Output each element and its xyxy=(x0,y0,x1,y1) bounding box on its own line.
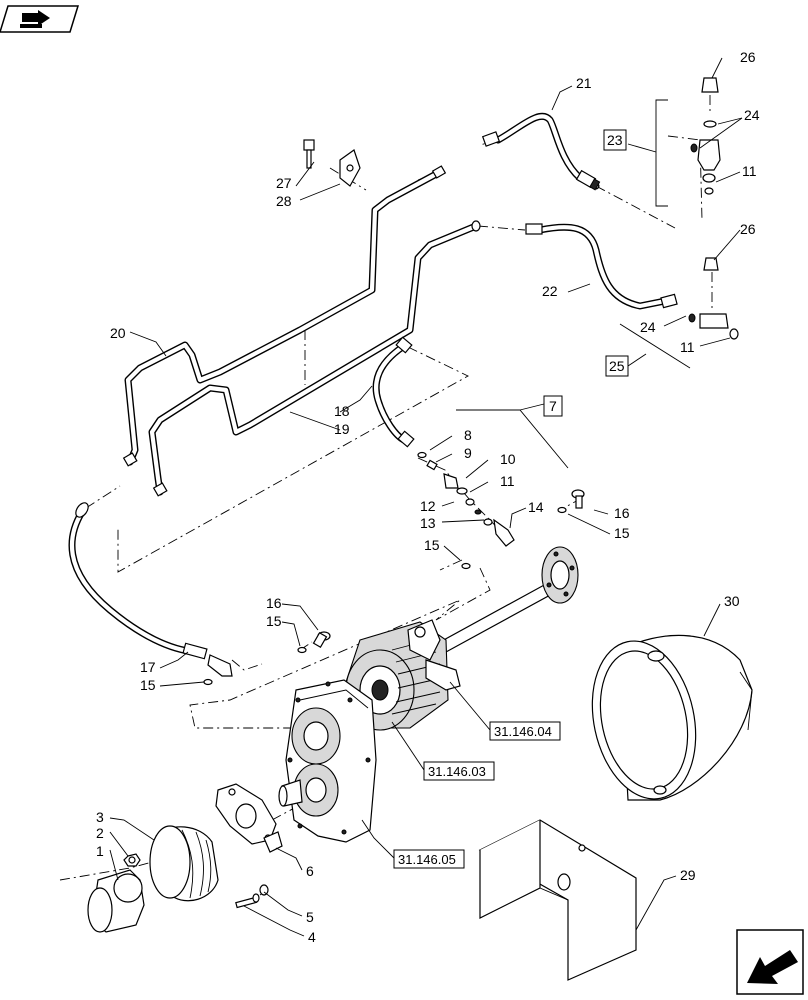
callout-21: 21 xyxy=(576,75,592,91)
callout-20: 20 xyxy=(110,325,126,341)
callout-19: 19 xyxy=(334,421,350,437)
hose-21 xyxy=(481,112,601,191)
pipe-fittings xyxy=(122,165,481,497)
callout-12: 12 xyxy=(420,498,436,514)
callout-15-left: 15 xyxy=(266,613,282,629)
small-parts-8-16 xyxy=(203,451,585,686)
svg-text:31.146.03: 31.146.03 xyxy=(428,764,486,779)
callout-13: 13 xyxy=(420,515,436,531)
page-index-icon[interactable] xyxy=(0,5,80,33)
callout-30: 30 xyxy=(724,593,740,609)
callout-22: 22 xyxy=(542,283,558,299)
callout-24-top: 24 xyxy=(744,107,760,123)
boxed-ref-7[interactable]: 7 xyxy=(543,395,563,417)
callout-5: 5 xyxy=(306,909,314,925)
flange-plate-6 xyxy=(215,783,277,845)
callout-14: 14 xyxy=(528,499,544,515)
callout-9: 9 xyxy=(464,445,472,461)
reference-brackets xyxy=(456,99,691,469)
guard-29 xyxy=(478,819,637,981)
callout-2: 2 xyxy=(96,825,104,841)
clip-6 xyxy=(263,831,283,853)
cap-1 xyxy=(87,869,145,933)
callout-15-right: 15 xyxy=(614,525,630,541)
svg-text:31.146.04: 31.146.04 xyxy=(494,724,552,739)
section-ref-31-146-03[interactable]: 31.146.03 xyxy=(423,761,495,781)
drive-shaft xyxy=(439,546,579,653)
nut-2 xyxy=(123,853,141,867)
callout-11-low: 11 xyxy=(500,473,515,489)
svg-text:23: 23 xyxy=(607,132,623,148)
svg-text:25: 25 xyxy=(609,358,625,374)
callout-4: 4 xyxy=(308,929,316,945)
section-ref-31-146-05[interactable]: 31.146.05 xyxy=(393,849,465,869)
callout-17: 17 xyxy=(140,659,156,675)
callout-11-mid: 11 xyxy=(680,339,695,355)
fitting-group-25 xyxy=(688,257,739,340)
callout-18: 18 xyxy=(334,403,350,419)
callout-24-mid: 24 xyxy=(640,319,656,335)
guard-30 xyxy=(591,634,753,801)
hose-18 xyxy=(372,336,415,448)
callout-15-bottom: 15 xyxy=(140,677,156,693)
pipe-20 xyxy=(124,168,444,466)
hose-22 xyxy=(525,223,678,310)
leader-lines xyxy=(109,57,743,937)
boxed-ref-23[interactable]: 23 xyxy=(603,129,627,151)
callout-8: 8 xyxy=(464,427,472,443)
boxed-ref-25[interactable]: 25 xyxy=(605,355,629,377)
bellows-3 xyxy=(149,825,219,902)
bracket-28 xyxy=(339,149,361,187)
callout-6: 6 xyxy=(306,863,314,879)
washer-5-bolt-4 xyxy=(235,884,269,909)
callout-26-top: 26 xyxy=(740,49,756,65)
svg-text:7: 7 xyxy=(549,398,557,414)
gearbox xyxy=(278,679,377,843)
callout-16-right: 16 xyxy=(614,505,630,521)
callout-29: 29 xyxy=(680,867,696,883)
callout-16-left: 16 xyxy=(266,595,282,611)
pipe-19 xyxy=(148,222,480,496)
svg-text:31.146.05: 31.146.05 xyxy=(398,852,456,867)
callout-27: 27 xyxy=(276,175,292,191)
hose-17 xyxy=(68,502,233,677)
callout-28: 28 xyxy=(276,193,292,209)
callout-1: 1 xyxy=(96,843,104,859)
callout-10: 10 xyxy=(500,451,516,467)
callout-15-center: 15 xyxy=(424,537,440,553)
callout-3: 3 xyxy=(96,809,104,825)
callout-11-top: 11 xyxy=(742,163,757,179)
fitting-group-23 xyxy=(690,77,721,195)
section-ref-31-146-04[interactable]: 31.146.04 xyxy=(489,721,561,741)
callout-labels: 26 24 11 21 27 28 26 22 24 11 20 18 19 8… xyxy=(96,49,760,945)
callout-26-mid: 26 xyxy=(740,221,756,237)
next-page-arrow-icon[interactable] xyxy=(736,929,804,995)
